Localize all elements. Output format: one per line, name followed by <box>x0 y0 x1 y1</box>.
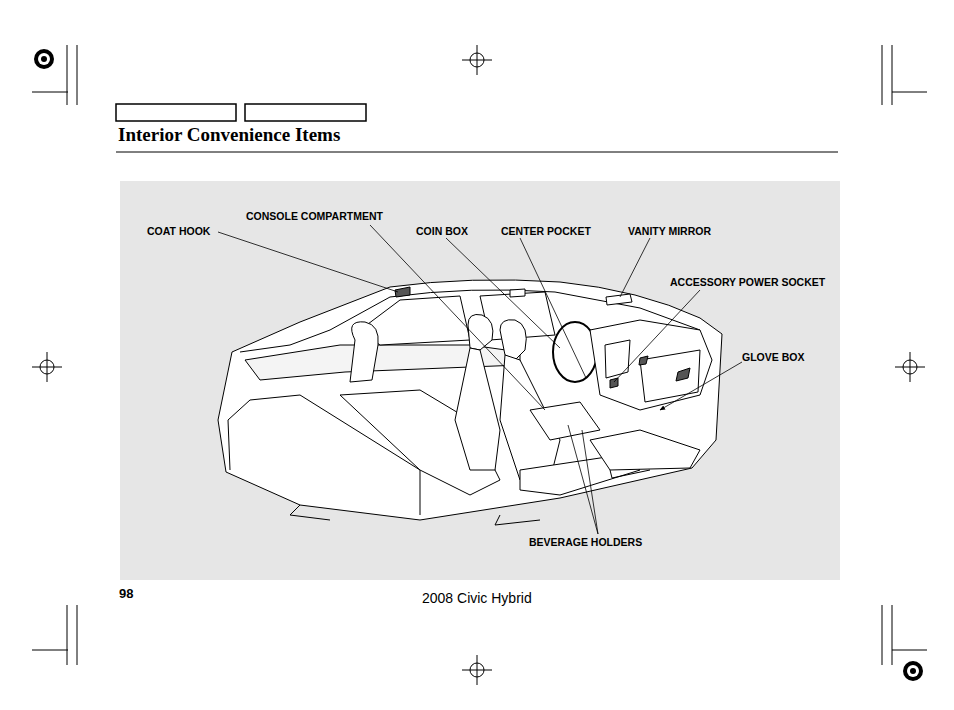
figure-panel <box>120 181 840 580</box>
rule <box>116 152 838 153</box>
footer-text: 2008 Civic Hybrid <box>422 590 532 606</box>
crop-marks <box>32 45 927 685</box>
part-name: COIN BOX <box>416 225 468 237</box>
tab-box <box>116 104 236 121</box>
part-name: ACCESSORY POWER SOCKET <box>670 276 825 288</box>
tab-box <box>245 104 366 121</box>
page-title: Interior Convenience Items <box>118 124 340 146</box>
car-interior <box>218 280 722 525</box>
part-name: GLOVE BOX <box>742 351 804 363</box>
part-name: CENTER POCKET <box>501 225 591 237</box>
leader-lines <box>218 225 742 534</box>
part-name: CONSOLE COMPARTMENT <box>246 210 383 222</box>
part-name: VANITY MIRROR <box>628 225 711 237</box>
part-name: COAT HOOK <box>147 225 210 237</box>
registration-target <box>34 49 923 681</box>
part-name: BEVERAGE HOLDERS <box>529 536 642 548</box>
page-number: 98 <box>119 586 133 601</box>
